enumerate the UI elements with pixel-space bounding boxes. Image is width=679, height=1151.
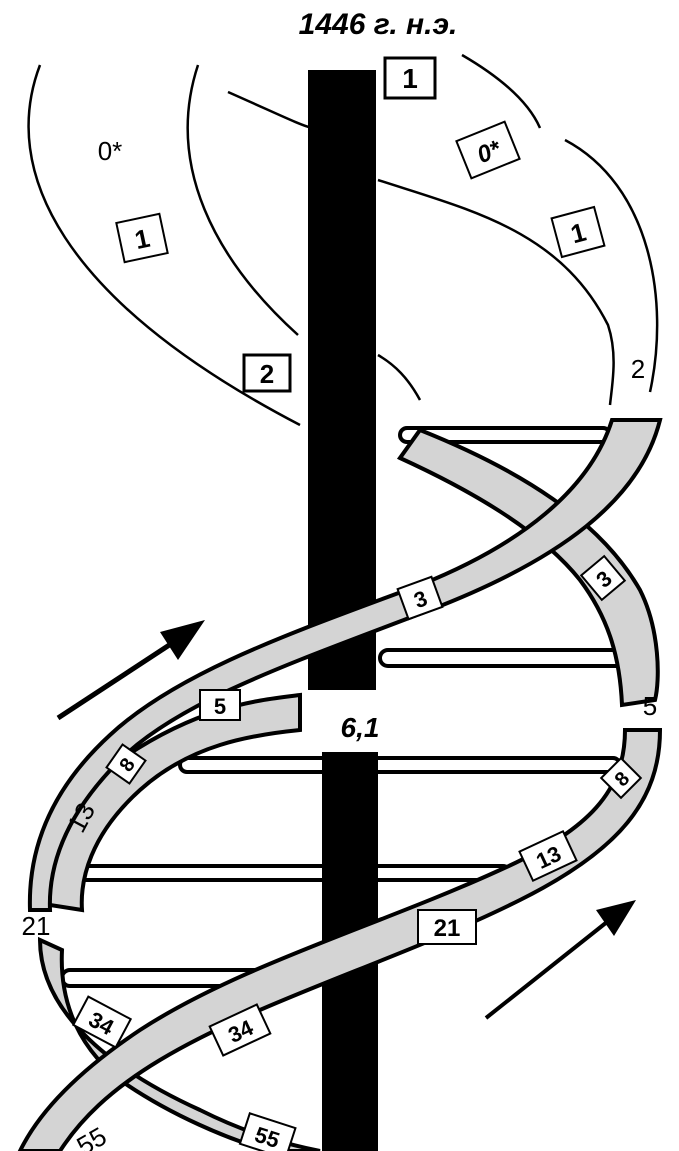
- label-left-21: 21: [22, 911, 51, 941]
- arrow-lower-right: [486, 900, 636, 1018]
- rung-2: [380, 650, 650, 666]
- upper-arc-2: [188, 65, 298, 335]
- label-zero-star: 0*: [98, 136, 123, 166]
- label-right-2: 2: [631, 354, 645, 384]
- svg-text:1: 1: [402, 63, 418, 94]
- axis-upper: [308, 70, 376, 690]
- rung-3: [180, 758, 620, 772]
- box-top-1: 1: [385, 58, 435, 98]
- upper-arc-3: [228, 92, 312, 128]
- rung-4: [70, 866, 510, 880]
- upper-arc-5: [462, 55, 540, 128]
- svg-text:21: 21: [434, 915, 461, 942]
- box-right-1: 1: [552, 207, 605, 257]
- label-right-5: 5: [643, 691, 657, 721]
- box-left-1: 1: [116, 214, 167, 262]
- ribbon-label-5: 5: [200, 690, 240, 720]
- ribbon-label-55-right: 55: [240, 1113, 296, 1151]
- axis-gap-mark: [340, 676, 362, 690]
- upper-arc-7: [378, 355, 420, 400]
- diagram-title: 1446 г. н.э.: [299, 8, 458, 41]
- svg-text:5: 5: [214, 694, 226, 719]
- box-right-zero-star: 0*: [456, 122, 519, 179]
- ribbon-label-21: 21: [418, 910, 476, 944]
- axis-label: 6,1: [341, 712, 380, 743]
- box-left-2: 2: [244, 355, 290, 391]
- svg-text:2: 2: [260, 359, 274, 389]
